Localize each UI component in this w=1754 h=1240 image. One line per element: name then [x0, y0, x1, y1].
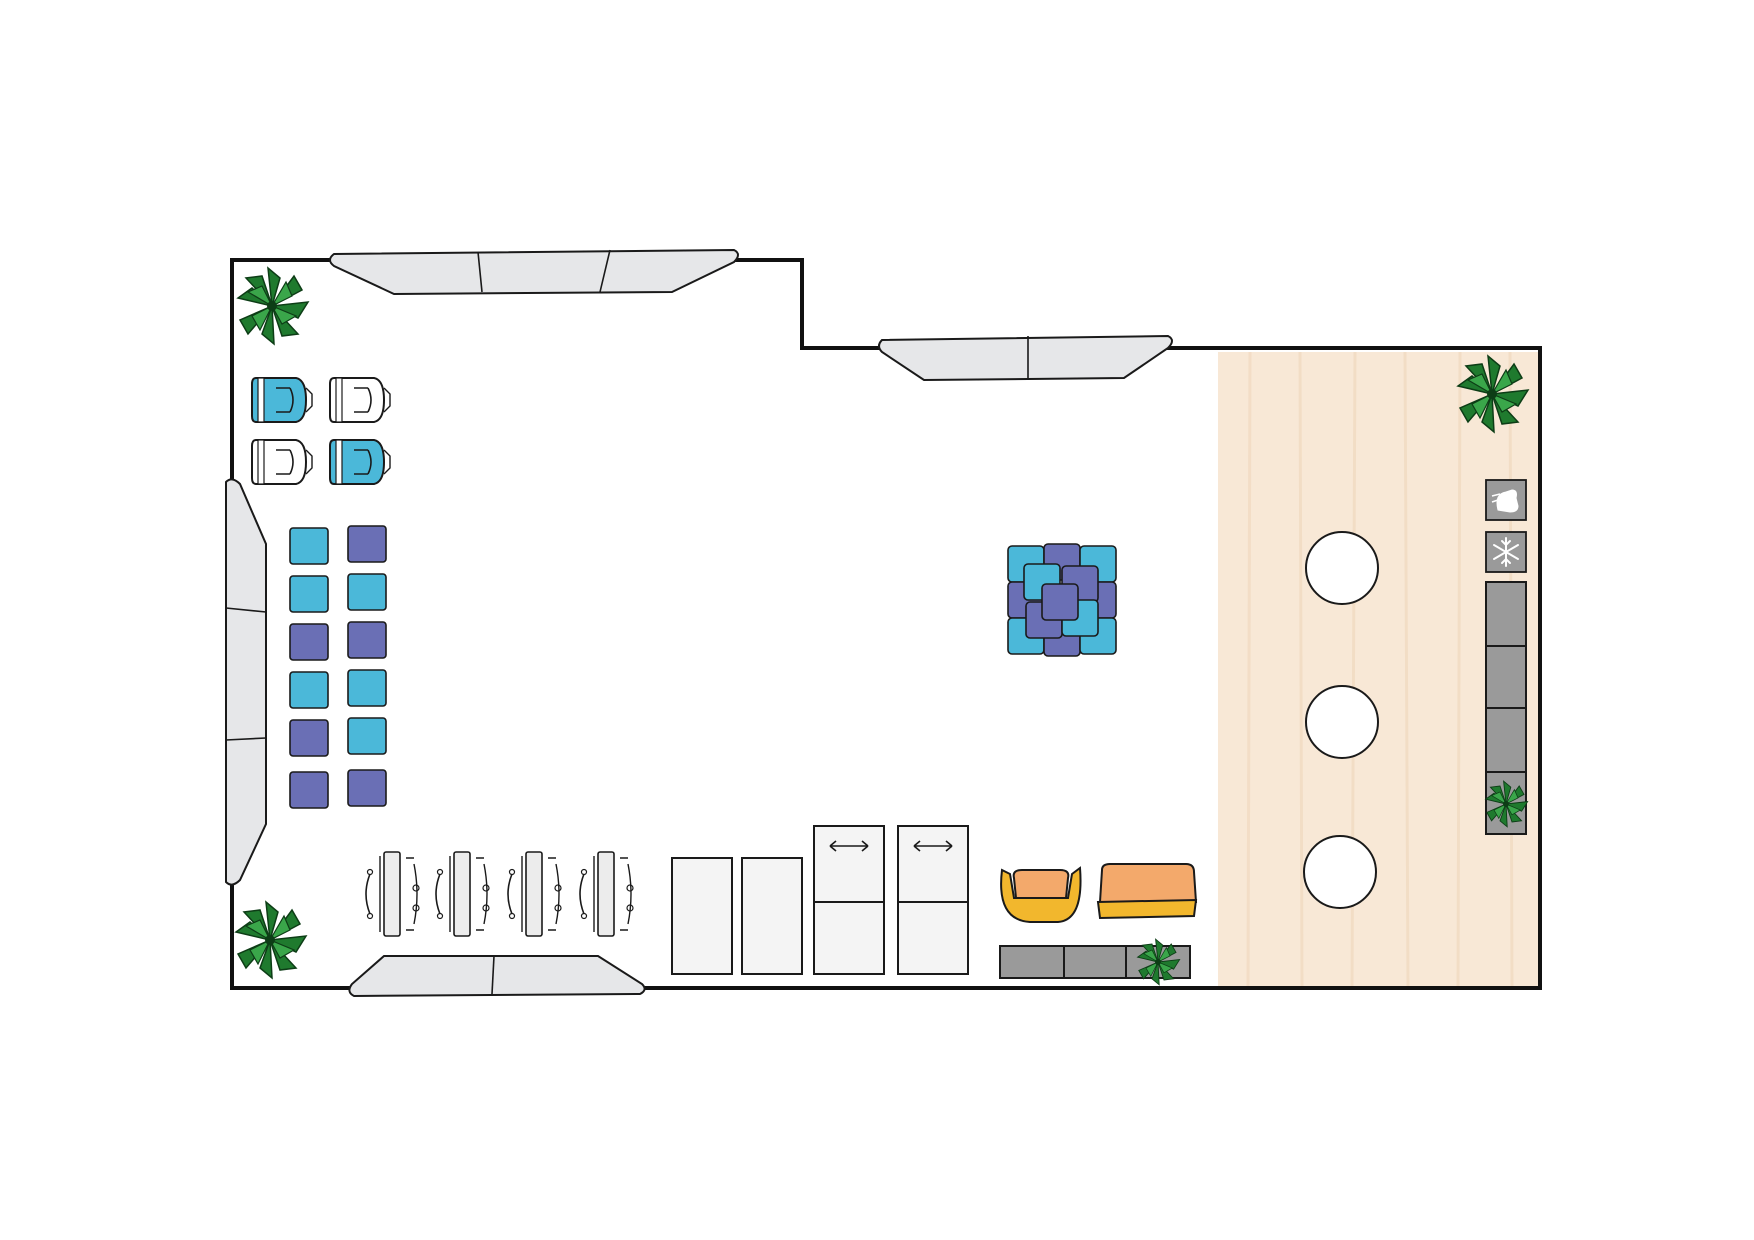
cushion-grid: [289, 525, 387, 809]
workstations: [365, 851, 634, 937]
round-table: [1305, 531, 1379, 605]
lounge-chair: [1000, 866, 1082, 923]
workstation: [507, 851, 562, 937]
hand-wash-icon: [1485, 479, 1527, 521]
round-tables: [1303, 531, 1379, 909]
storage-units: [671, 825, 969, 975]
cushion-cluster: [1007, 543, 1117, 657]
workstation: [579, 851, 634, 937]
workstation: [435, 851, 490, 937]
workstation: [365, 851, 420, 937]
snowflake-icon: [1485, 531, 1527, 573]
chair: [251, 377, 313, 423]
window-top-right: [878, 334, 1173, 382]
sofa: [1096, 863, 1198, 920]
plant-icon: [237, 267, 309, 345]
room-walls: [230, 258, 1542, 990]
window-left: [225, 478, 267, 886]
chair-group: [251, 377, 391, 485]
window-top-left: [329, 248, 739, 296]
round-table: [1305, 685, 1379, 759]
window-bottom: [348, 955, 646, 998]
plant-icon: [235, 901, 307, 979]
chair: [329, 439, 391, 485]
double-arrow-icon: [829, 840, 953, 852]
round-table: [1303, 835, 1377, 909]
chair: [251, 439, 313, 485]
chair: [329, 377, 391, 423]
